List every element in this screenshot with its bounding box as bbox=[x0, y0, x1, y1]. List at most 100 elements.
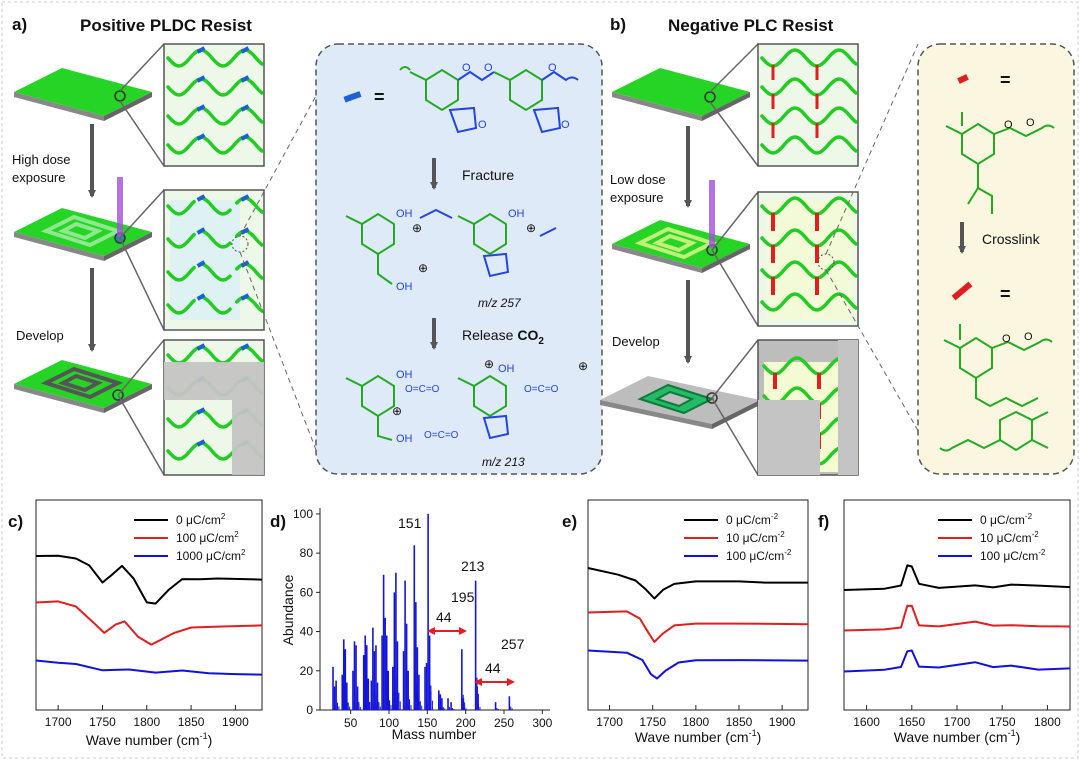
chart-e-xlabel-end: ) bbox=[757, 729, 762, 745]
chart-f-xlabel: Wave number (cm-1) bbox=[894, 728, 1021, 745]
blue-unit bbox=[240, 227, 250, 235]
inset-a: = O O O O O Fracture OH bbox=[315, 43, 603, 475]
svg-text:O: O bbox=[1004, 119, 1013, 131]
panel-e-letter: e) bbox=[562, 512, 577, 531]
legend-label: 1000 μC/cm2 bbox=[176, 548, 246, 563]
inset-b: = O O Crosslink = O O bbox=[917, 43, 1075, 475]
step-fracture: Fracture bbox=[462, 167, 514, 183]
x-tick-label: 150 bbox=[417, 716, 437, 730]
zoom-lines-a bbox=[117, 43, 165, 476]
wafer-a-2 bbox=[14, 177, 152, 261]
y-tick-label: 40 bbox=[300, 625, 314, 639]
series-line-2 bbox=[587, 649, 809, 680]
panel-b-title: Negative PLC Resist bbox=[668, 16, 834, 35]
oh-label-1: OH bbox=[396, 208, 413, 220]
svg-text:O: O bbox=[1024, 331, 1033, 343]
blue-unit bbox=[196, 194, 206, 202]
chart-f-xlabel-end: ) bbox=[1016, 729, 1021, 745]
blue-unit bbox=[196, 407, 206, 415]
structure-a-top bbox=[399, 66, 543, 112]
legend-label: 10 μC/cm-2 bbox=[726, 530, 785, 545]
series-line-2 bbox=[843, 649, 1071, 673]
equals-a: = bbox=[374, 87, 385, 107]
legend-label: 100 μC/cm2 bbox=[176, 530, 239, 545]
plus-1: ⊕ bbox=[412, 221, 422, 235]
red-unit-short bbox=[957, 74, 969, 84]
oh-label-2: OH bbox=[508, 208, 525, 220]
peak-label-151: 151 bbox=[398, 515, 422, 531]
series-line-0 bbox=[587, 567, 808, 600]
structure-a-mid-carbonate bbox=[419, 208, 557, 278]
y-tick-label: 20 bbox=[300, 664, 314, 678]
polymer-chains-b-1 bbox=[760, 48, 858, 155]
oh-label-6: OH bbox=[396, 433, 413, 445]
oh-label-4: OH bbox=[396, 369, 413, 381]
series-line-1 bbox=[843, 604, 1071, 632]
x-tick-label: 1800 bbox=[682, 715, 709, 729]
x-tick-label: 1750 bbox=[989, 715, 1016, 729]
step-develop-b: Develop bbox=[612, 334, 660, 349]
co2-2: O=C=O bbox=[424, 430, 459, 441]
legend-label: 10 μC/cm-2 bbox=[980, 530, 1039, 545]
blue-unit-legend bbox=[343, 91, 362, 103]
wafer-a-1 bbox=[14, 68, 152, 121]
chart-c-xlabel-main: Wave number (cm bbox=[86, 732, 200, 748]
chart-c-xlabel-sup: -1 bbox=[200, 731, 208, 741]
chart-e-ticks: 1700 1750 1800 1850 1900 bbox=[596, 705, 796, 729]
zoom-box-b-3 bbox=[757, 339, 859, 476]
chart-e-xlabel: Wave number (cm-1) bbox=[635, 728, 762, 745]
wafer-a-3 bbox=[14, 360, 152, 413]
svg-text:O: O bbox=[1026, 117, 1035, 129]
step-exposure-a: exposure bbox=[12, 170, 65, 185]
blue-unit bbox=[196, 133, 206, 141]
zoom-lines-b bbox=[709, 43, 759, 476]
zoom-box-a-1 bbox=[163, 43, 265, 167]
x-tick-label: 1850 bbox=[726, 715, 753, 729]
x-tick-label: 1900 bbox=[222, 715, 249, 729]
x-tick-label: 1900 bbox=[769, 715, 796, 729]
x-tick-label: 50 bbox=[344, 716, 358, 730]
diff-label-2: 44 bbox=[485, 660, 501, 676]
svg-text:O: O bbox=[561, 119, 570, 131]
chart-f-plot bbox=[843, 564, 1071, 673]
series-line-1 bbox=[587, 610, 809, 643]
blue-unit bbox=[240, 133, 250, 141]
chart-c-xlabel: Wave number (cm-1) bbox=[86, 731, 213, 748]
chart-c-frame bbox=[35, 499, 263, 711]
chart-d-ylabel: Abundance bbox=[280, 574, 296, 645]
x-tick-label: 1700 bbox=[596, 715, 623, 729]
panel-a-letter: a) bbox=[12, 15, 27, 34]
chain bbox=[760, 135, 858, 155]
series-line-0 bbox=[35, 554, 263, 605]
svg-text:O: O bbox=[462, 62, 471, 74]
mz-213: m/z 213 bbox=[482, 455, 525, 469]
panel-f-letter: f) bbox=[818, 512, 829, 531]
blue-unit bbox=[196, 46, 206, 54]
x-tick-label: 1700 bbox=[944, 715, 971, 729]
equals-b-1: = bbox=[1000, 70, 1011, 90]
chain bbox=[760, 196, 858, 216]
oh-label-3: OH bbox=[396, 281, 413, 293]
wafer-b-1 bbox=[612, 68, 750, 121]
mz-257: m/z 257 bbox=[478, 296, 522, 310]
chart-c-xlabel-end: ) bbox=[208, 732, 213, 748]
chart-f-xlabel-sup: -1 bbox=[1008, 728, 1016, 738]
chart-f-xlabel-main: Wave number (cm bbox=[894, 729, 1008, 745]
chart-e-frame bbox=[587, 499, 809, 711]
oh-label-5: OH bbox=[498, 363, 515, 375]
red-unit-long bbox=[951, 281, 973, 301]
equals-b-2: = bbox=[1000, 284, 1011, 304]
peak-label-213: 213 bbox=[461, 558, 485, 574]
chart-e-xlabel-sup: -1 bbox=[749, 728, 757, 738]
blue-unit bbox=[196, 227, 206, 235]
y-tick-label: 0 bbox=[306, 703, 313, 717]
x-tick-label: 300 bbox=[532, 716, 552, 730]
panel-a: a) Positive PLDC Resist bbox=[12, 15, 345, 476]
chart-d-xlabel: Mass number bbox=[392, 726, 477, 742]
x-tick-label: 1750 bbox=[639, 715, 666, 729]
